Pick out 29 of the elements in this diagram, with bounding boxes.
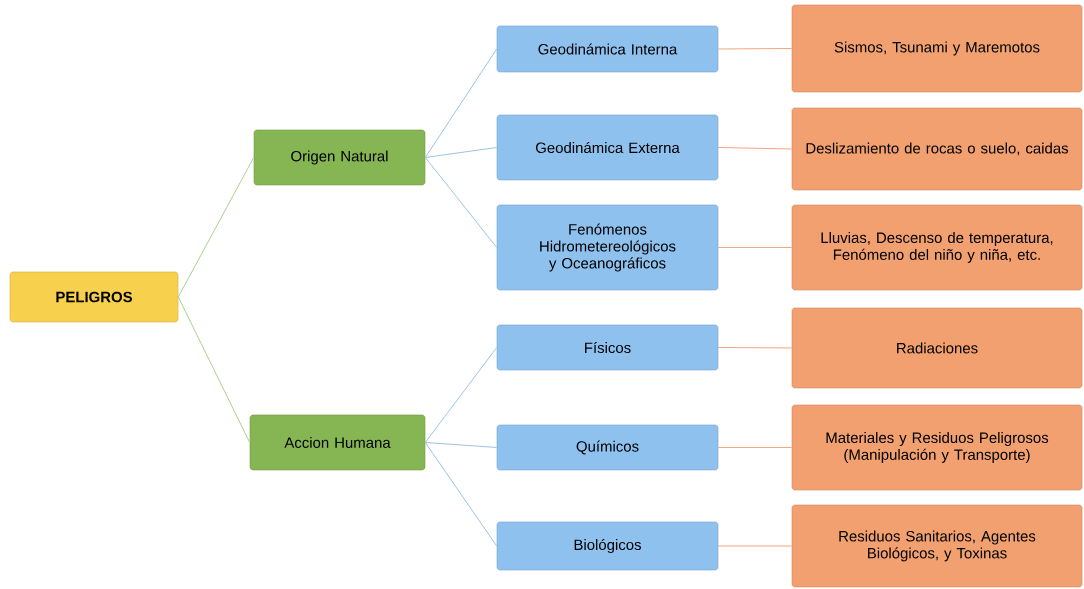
subcategory-box: Biológicos <box>496 521 719 571</box>
connector-line <box>717 147 793 150</box>
subcategory-box: Geodinámica Externa <box>496 114 719 181</box>
connector-line <box>717 247 793 248</box>
connector-line <box>717 447 793 448</box>
connector-line <box>424 347 498 443</box>
connector-line <box>177 157 255 298</box>
category-box: Origen Natural <box>253 129 426 186</box>
connector-line <box>717 48 793 50</box>
connector-line <box>424 157 498 248</box>
connector-line <box>717 347 793 349</box>
example-box: Lluvias, Descenso de temperatura, Fenómeno del niño y niña, etc. <box>791 204 1083 291</box>
connector-line <box>177 296 251 443</box>
example-box: Materiales y Residuos Peligrosos (Manipulación y Transporte) <box>791 404 1083 491</box>
subcategory-box: Fenómenos Hidrometereológicos y Oceanográficos <box>496 204 719 291</box>
example-box: Residuos Sanitarios, Agentes Biológicos, y Toxinas <box>791 504 1083 588</box>
subcategory-box: Químicos <box>496 424 719 471</box>
connector-line <box>424 442 498 448</box>
connector-line <box>424 48 498 158</box>
connector-line <box>424 147 498 158</box>
example-box: Radiaciones <box>791 307 1083 389</box>
example-box: Sismos, Tsunami y Maremotos <box>791 4 1083 93</box>
root-box: PELIGROS <box>9 271 179 323</box>
subcategory-box: Geodinámica Interna <box>496 25 719 73</box>
category-box: Accion Humana <box>249 414 426 471</box>
example-box: Deslizamiento de rocas o suelo, caidas <box>791 107 1083 191</box>
connector-line <box>717 545 793 547</box>
connector-line <box>424 442 498 547</box>
subcategory-box: Físicos <box>496 324 719 371</box>
